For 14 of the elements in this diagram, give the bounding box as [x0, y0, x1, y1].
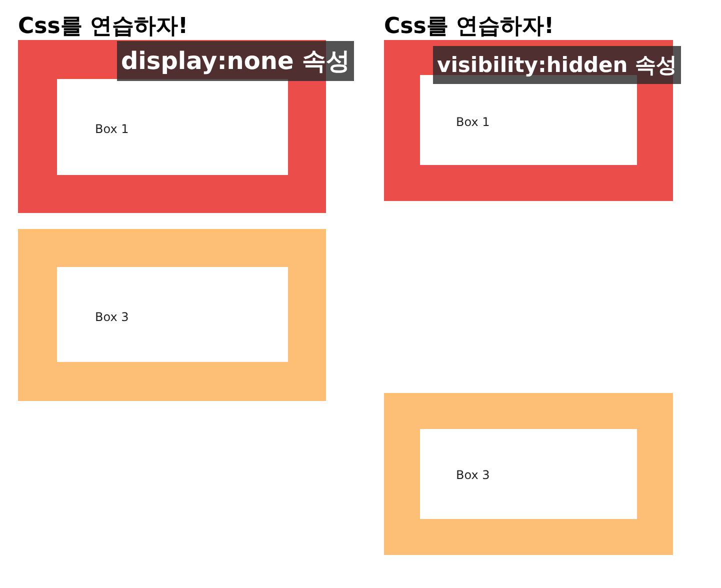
- heading: Css를 연습하자!: [384, 13, 554, 41]
- box-label: Box 1: [95, 121, 129, 138]
- inner-box: [420, 429, 637, 519]
- box-label: Box 3: [95, 309, 129, 326]
- inner-box: [57, 79, 288, 175]
- inner-box: [420, 75, 637, 165]
- outer-box: [384, 393, 673, 555]
- outer-box: [18, 229, 326, 401]
- caption-overlay: display:none 속성: [117, 41, 354, 81]
- box-label: Box 1: [456, 114, 490, 131]
- box-label: Box 3: [456, 467, 490, 484]
- inner-box: [57, 267, 288, 362]
- heading: Css를 연습하자!: [18, 13, 188, 41]
- caption-overlay: visibility:hidden 속성: [433, 46, 682, 84]
